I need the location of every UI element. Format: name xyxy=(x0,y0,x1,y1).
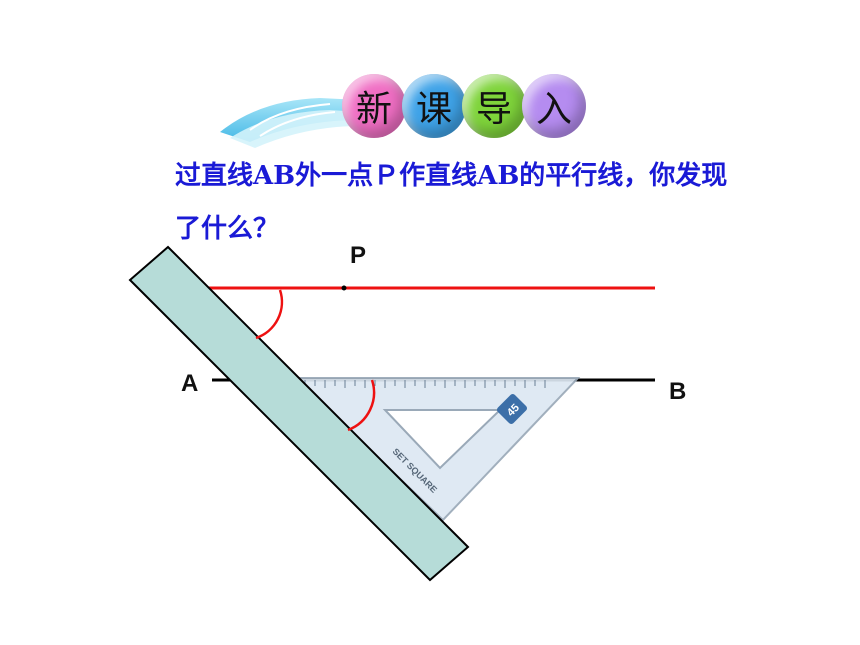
header-char-1: 新 xyxy=(342,74,406,138)
point-p xyxy=(341,285,347,291)
angle-arc-lower xyxy=(347,379,376,432)
question-line-1: 过直线AB外一点Ｐ作直线AB的平行线，你发现 xyxy=(175,161,728,191)
question-text: 过直线AB外一点Ｐ作直线AB的平行线，你发现 了什么？ xyxy=(175,150,775,256)
header-char-2: 课 xyxy=(402,74,466,138)
label-b: B xyxy=(669,378,687,405)
lesson-header: 新 课 导 入 xyxy=(210,60,610,150)
header-char-4: 入 xyxy=(522,74,586,138)
label-a: A xyxy=(181,370,199,397)
label-p: P xyxy=(350,242,367,269)
question-line-2: 了什么？ xyxy=(175,214,280,244)
angle-arc-upper xyxy=(255,289,284,340)
header-char-3: 导 xyxy=(462,74,526,138)
book-icon xyxy=(220,98,360,148)
set-square-badge xyxy=(496,393,528,425)
ruler xyxy=(128,245,470,582)
